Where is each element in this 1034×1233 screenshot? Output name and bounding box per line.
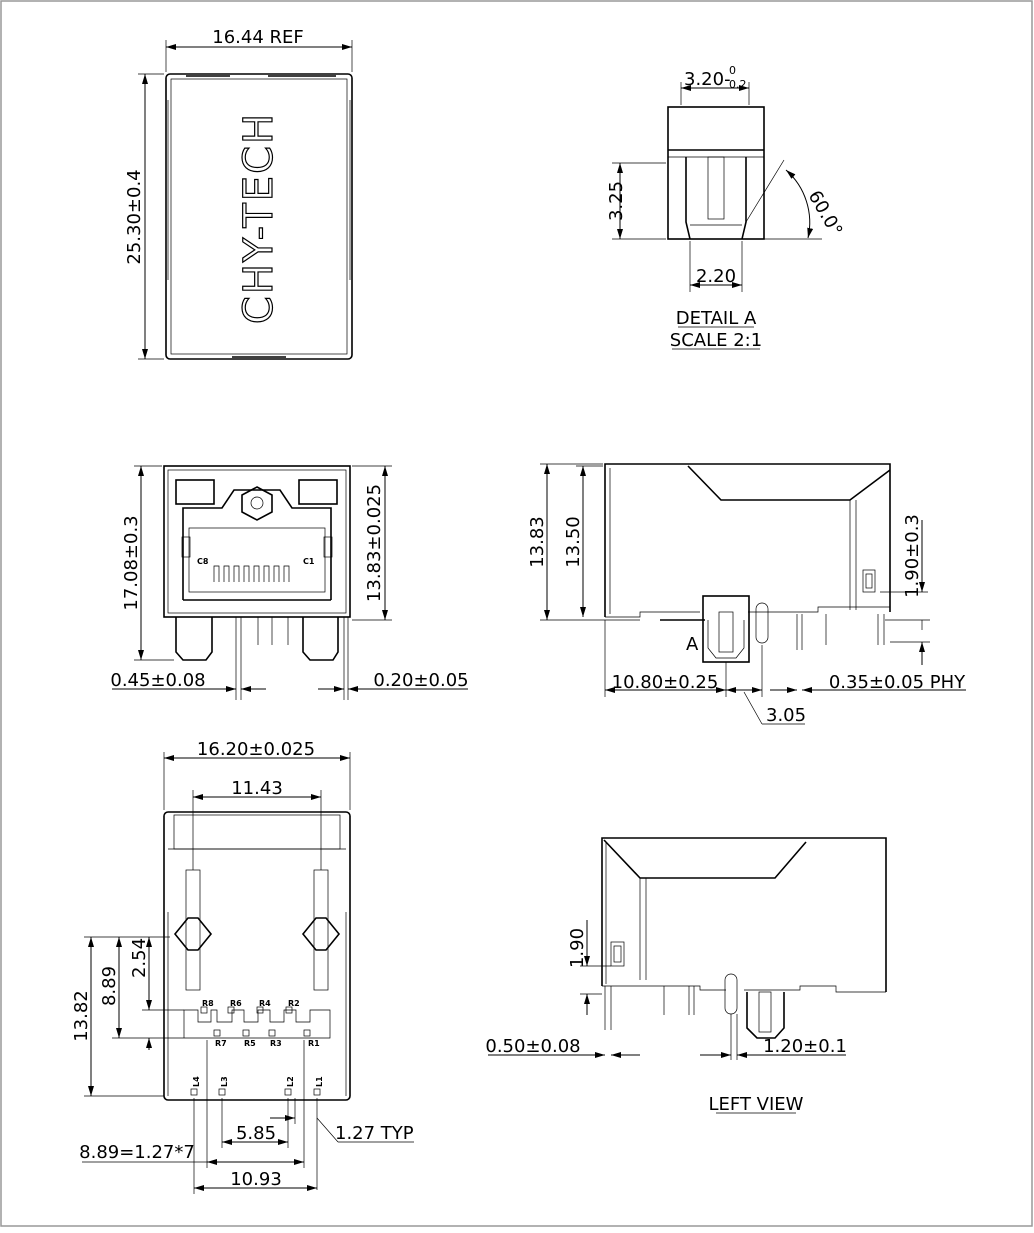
front-c1-label: C1 bbox=[303, 557, 315, 566]
pin-r4: R4 bbox=[259, 999, 271, 1008]
front-body-height-label: 13.83±0.025 bbox=[364, 484, 385, 602]
left-pin-offset: 1.20±0.1 bbox=[763, 1036, 847, 1057]
side-body-height: 13.50 bbox=[563, 516, 584, 568]
side-overall-height: 13.83 bbox=[527, 516, 548, 568]
bottom-row-span: 10.93 bbox=[230, 1169, 282, 1190]
bottom-h2: 8.89 bbox=[99, 966, 120, 1006]
front-pin-thk-label: 0.20±0.05 bbox=[373, 670, 468, 691]
pin-r8: R8 bbox=[202, 999, 214, 1008]
detail-title: DETAIL A bbox=[676, 308, 757, 329]
detail-scale: SCALE 2:1 bbox=[670, 330, 762, 351]
bottom-post-span: 11.43 bbox=[231, 778, 283, 799]
top-view: 16.44 REF 25.30±0.4 CHY-TECH bbox=[124, 27, 353, 360]
bottom-led-span: 5.85 bbox=[236, 1123, 276, 1144]
bottom-width-label: 16.20±0.025 bbox=[197, 739, 315, 760]
left-view: 1.90 0.50±0.08 1.20±0.1 LEFT VIEW bbox=[485, 837, 887, 1115]
front-height-label: 17.08±0.3 bbox=[121, 515, 142, 610]
bottom-pitch-label: 8.89=1.27*7 bbox=[79, 1142, 195, 1163]
left-pin-width: 0.50±0.08 bbox=[485, 1036, 580, 1057]
detail-tol-upper: 0 bbox=[729, 64, 736, 77]
left-led-height: 1.90 bbox=[567, 928, 588, 968]
side-led-height: 1.90±0.3 bbox=[902, 514, 923, 598]
detail-height-label: 3.25 bbox=[606, 181, 627, 221]
detail-base-label: 2.20 bbox=[696, 266, 736, 287]
bottom-view: R8 R6 R4 R2 R7 R5 R3 R1 L4 L3 L2 L1 16.2… bbox=[71, 739, 414, 1194]
brand-logo: CHY-TECH bbox=[236, 112, 282, 324]
pin-r3: R3 bbox=[270, 1039, 282, 1048]
front-c8-label: C8 bbox=[197, 557, 209, 566]
led-l4: L4 bbox=[192, 1076, 201, 1087]
pin-r5: R5 bbox=[244, 1039, 256, 1048]
pin-r7: R7 bbox=[215, 1039, 227, 1048]
detail-tol-lower: 0.2 bbox=[729, 78, 747, 91]
led-l3: L3 bbox=[220, 1076, 229, 1087]
top-width-label: 16.44 REF bbox=[212, 27, 304, 48]
side-detail-marker: A bbox=[686, 634, 699, 655]
front-pin-width-label: 0.45±0.08 bbox=[110, 670, 205, 691]
detail-width-label: 3.20- bbox=[684, 69, 731, 90]
led-l1: L1 bbox=[315, 1076, 324, 1087]
bottom-h3: 2.54 bbox=[129, 938, 150, 978]
front-view: C8 C1 17.08±0.3 13.83±0.025 0.45±0.08 0.… bbox=[110, 465, 469, 700]
pin-r1: R1 bbox=[308, 1039, 320, 1048]
contact-fingers bbox=[213, 565, 290, 582]
side-pin-offset: 3.05 bbox=[766, 705, 806, 726]
side-depth-label: 10.80±0.25 bbox=[612, 672, 719, 693]
led-l2: L2 bbox=[286, 1076, 295, 1087]
bottom-h1: 13.82 bbox=[71, 990, 92, 1042]
pin-r6: R6 bbox=[230, 999, 242, 1008]
side-phy-label: 0.35±0.05 PHY bbox=[829, 672, 966, 693]
bottom-typ-label: 1.27 TYP bbox=[335, 1123, 414, 1144]
detail-angle-label: 60.0° bbox=[804, 187, 847, 240]
detail-a-view: 3.20- 0 0.2 3.25 60.0° 2.20 DETAIL A SCA… bbox=[606, 64, 846, 351]
top-height-label: 25.30±0.4 bbox=[124, 169, 145, 264]
left-view-title: LEFT VIEW bbox=[709, 1094, 804, 1115]
pin-r2: R2 bbox=[288, 999, 300, 1008]
side-view: A 13.83 13.50 1.90±0.3 10.80±0.25 3.05 0… bbox=[527, 463, 966, 726]
